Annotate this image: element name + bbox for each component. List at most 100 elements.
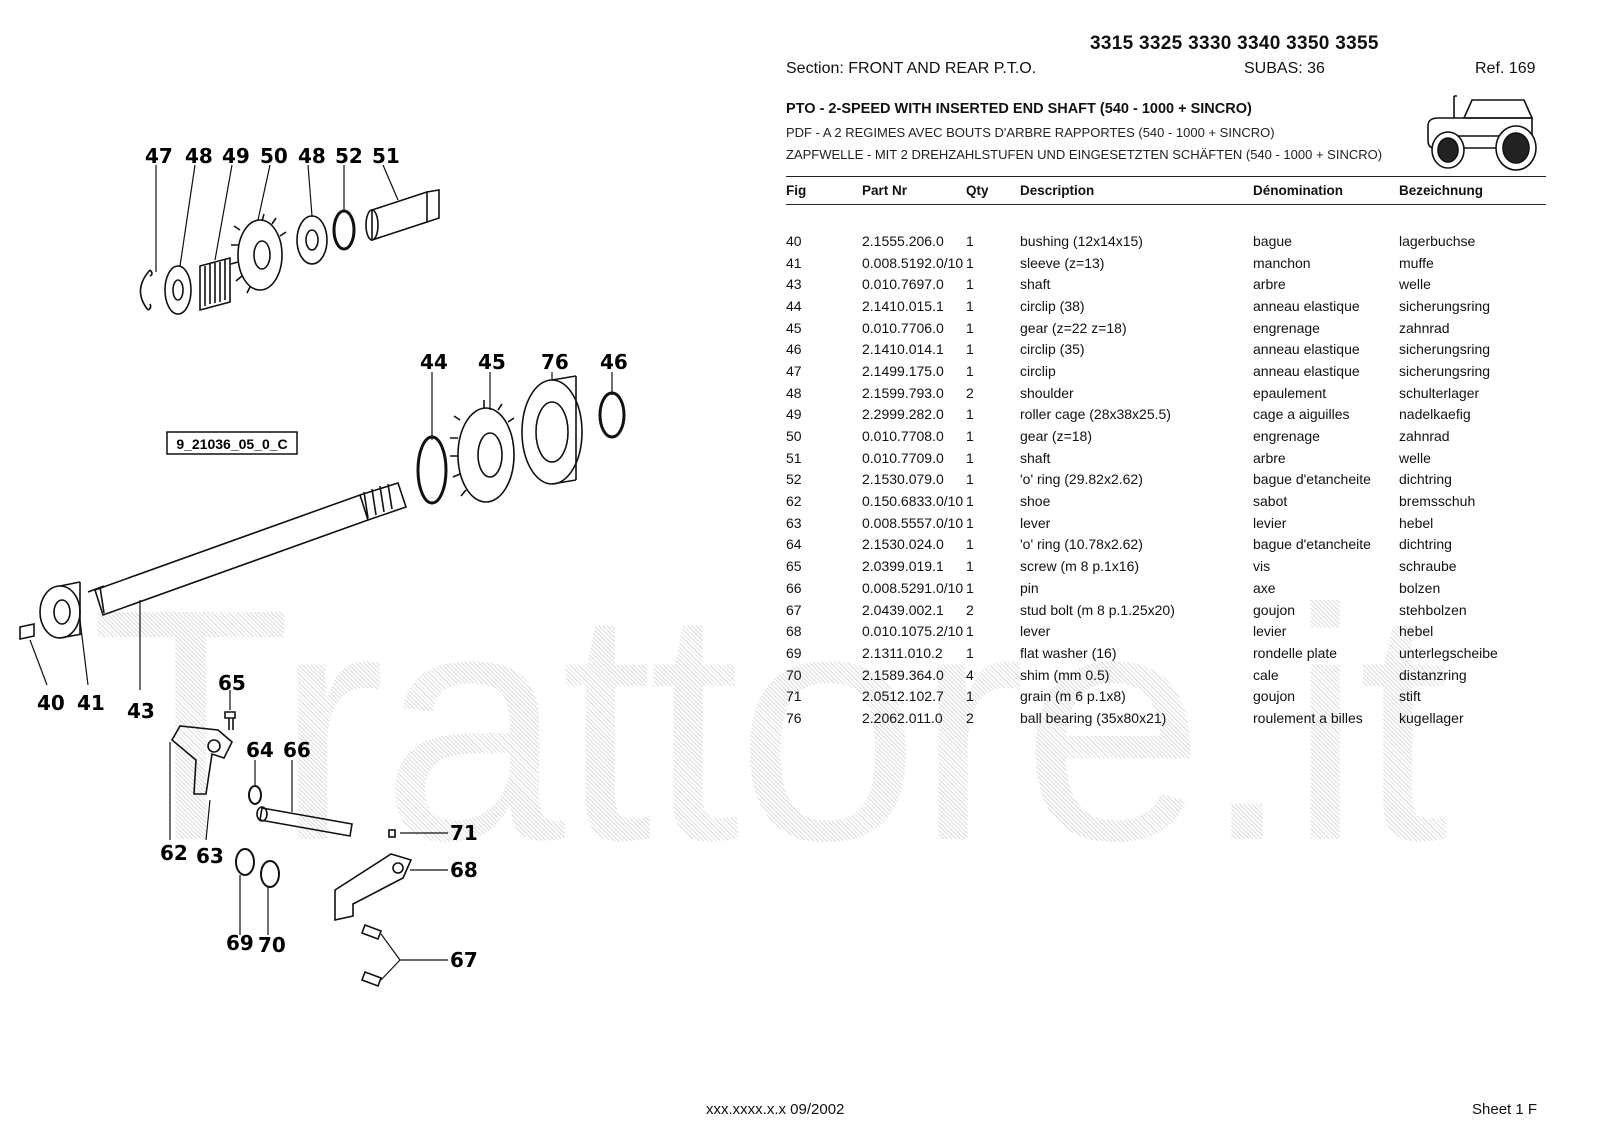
cell-part-nr: 0.010.1075.2/10: [862, 623, 964, 640]
cell-description: circlip: [1020, 362, 1056, 379]
cell-description: lever: [1020, 623, 1051, 640]
cell-bezeichnung: nadelkaefig: [1399, 406, 1471, 423]
cell-bezeichnung: lagerbuchse: [1399, 232, 1476, 249]
callout-66: 66: [283, 738, 311, 762]
footer-code: xxx.xxxx.x.x 09/2002: [706, 1101, 845, 1118]
cell-denomination: anneau elastique: [1253, 341, 1360, 358]
cell-description: circlip (38): [1020, 297, 1085, 314]
callout-70: 70: [258, 933, 286, 957]
cell-part-nr: 0.010.7697.0: [862, 276, 944, 293]
cell-qty: 1: [966, 232, 974, 249]
cell-part-nr: 2.0512.102.7: [862, 688, 944, 705]
cell-fig: 70: [786, 666, 802, 683]
cell-fig: 66: [786, 579, 802, 596]
cell-bezeichnung: sicherungsring: [1399, 297, 1491, 314]
cell-part-nr: 2.1499.175.0: [862, 362, 944, 379]
cell-part-nr: 2.2062.011.0: [862, 709, 943, 726]
cell-bezeichnung: muffe: [1399, 254, 1434, 271]
watermark: Trattore.it: [90, 540, 1450, 909]
cell-qty: 1: [966, 514, 974, 531]
cell-denomination: arbre: [1253, 449, 1286, 466]
callout-47: 47: [145, 144, 173, 168]
cell-denomination: anneau elastique: [1253, 297, 1360, 314]
cell-bezeichnung: zahnrad: [1399, 319, 1450, 336]
cell-description: gear (z=22 z=18): [1020, 319, 1127, 336]
cell-denomination: arbre: [1253, 276, 1286, 293]
cell-bezeichnung: sicherungsring: [1399, 362, 1491, 379]
cell-denomination: sabot: [1253, 493, 1288, 510]
cell-fig: 69: [786, 644, 802, 661]
callout-46: 46: [600, 350, 628, 374]
cell-denomination: anneau elastique: [1253, 362, 1360, 379]
cell-description: shim (mm 0.5): [1020, 666, 1110, 683]
drawing-code: 9_21036_05_0_C: [176, 436, 287, 452]
callout-69: 69: [226, 931, 254, 955]
cell-fig: 47: [786, 362, 802, 379]
cell-description: sleeve (z=13): [1020, 254, 1105, 271]
cell-qty: 1: [966, 297, 974, 314]
cell-fig: 71: [786, 688, 802, 705]
cell-qty: 1: [966, 276, 974, 293]
cell-denomination: axe: [1253, 579, 1276, 596]
callout-52: 52: [335, 144, 363, 168]
cell-description: shoulder: [1020, 384, 1074, 401]
callout-48: 48: [185, 144, 213, 168]
cell-qty: 1: [966, 558, 974, 575]
cell-description: 'o' ring (10.78x2.62): [1020, 536, 1143, 553]
cell-qty: 1: [966, 688, 974, 705]
cell-qty: 1: [966, 579, 974, 596]
subas-label: SUBAS: 36: [1244, 60, 1325, 77]
cell-fig: 76: [786, 709, 802, 726]
cell-denomination: roulement a billes: [1253, 709, 1363, 726]
cell-description: shaft: [1020, 449, 1051, 466]
col-denomination: Dénomination: [1253, 176, 1399, 205]
cell-fig: 68: [786, 623, 802, 640]
cell-bezeichnung: hebel: [1399, 514, 1434, 531]
cell-denomination: goujon: [1253, 601, 1296, 618]
callout-48-b: 48: [298, 144, 326, 168]
col-qty: Qty: [966, 176, 1020, 205]
cell-denomination: vis: [1253, 558, 1271, 575]
cell-denomination: rondelle plate: [1253, 644, 1338, 661]
cell-description: shoe: [1020, 493, 1051, 510]
cell-description: gear (z=18): [1020, 428, 1092, 445]
cell-fig: 41: [786, 254, 802, 271]
tractor-icon: [1427, 95, 1537, 171]
exploded-parts-diagram: 9_21036_05_0_C 47 48 49 50 48 52 51 44 4…: [19, 144, 628, 988]
cell-denomination: levier: [1253, 623, 1287, 640]
cell-fig: 65: [786, 558, 802, 575]
section-label: Section: FRONT AND REAR P.T.O.: [786, 60, 1037, 77]
cell-bezeichnung: unterlegscheibe: [1399, 644, 1498, 661]
cell-description: shaft: [1020, 276, 1051, 293]
cell-qty: 1: [966, 428, 974, 445]
ref-label: Ref. 169: [1475, 60, 1536, 77]
cell-bezeichnung: schraube: [1399, 558, 1457, 575]
cell-qty: 1: [966, 493, 974, 510]
callout-63: 63: [196, 844, 224, 868]
cell-bezeichnung: welle: [1399, 449, 1431, 466]
cell-description: stud bolt (m 8 p.1.25x20): [1020, 601, 1175, 618]
callout-76: 76: [541, 350, 569, 374]
cell-qty: 2: [966, 601, 974, 618]
cell-denomination: bague d'etancheite: [1253, 536, 1371, 553]
cell-bezeichnung: sicherungsring: [1399, 341, 1491, 358]
cell-denomination: bague d'etancheite: [1253, 471, 1371, 488]
cell-part-nr: 2.1530.079.0: [862, 471, 944, 488]
callout-44: 44: [420, 350, 448, 374]
cell-fig: 52: [786, 471, 802, 488]
cell-description: pin: [1020, 579, 1039, 596]
cell-qty: 1: [966, 449, 974, 466]
